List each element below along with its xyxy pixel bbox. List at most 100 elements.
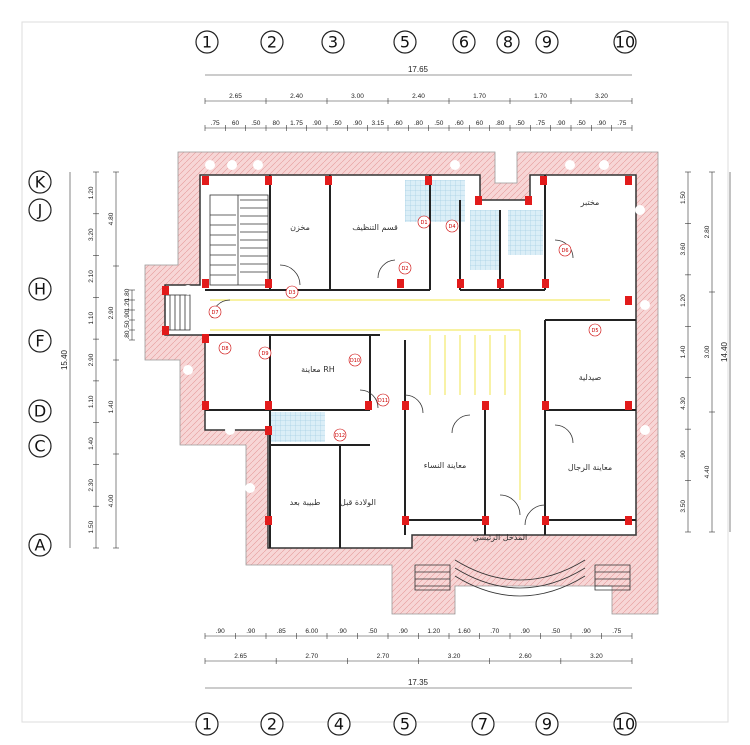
left-dim-small-0: 1.80 [124,288,131,301]
grid-bottom-10: 10 [615,715,635,734]
building-interior [164,174,637,549]
left-total-dim: 15.40 [60,349,69,370]
bottom-dim-r1-5: .50 [368,628,377,635]
room-hr-exam: معاينة RH [301,365,335,374]
column-5 [525,196,532,205]
top-dim-r2-10: .80 [414,120,423,127]
top-dim-r2-3: 80 [273,120,281,127]
exterior-light-9 [225,425,235,435]
grid-left-J: J [37,201,43,220]
door-tag-D4 [445,219,459,233]
grid-left-K-bubble [28,170,52,194]
door-label-D12: D12 [335,433,345,439]
top-dim-r2-13: 60 [476,120,484,127]
main-entrance-steps [414,559,631,597]
bottom-dim-r2-3: 3.20 [448,653,461,660]
top-dim-r2-9: .60 [394,120,403,127]
top-dim-r2-19: .90 [597,120,606,127]
left-dim-r1-1: 2.90 [108,306,115,319]
grid-left-H-bubble [28,277,52,301]
column-4 [475,196,482,205]
door-tag-D7 [208,305,222,319]
column-10 [397,279,404,288]
door-label-D4: D4 [448,224,455,230]
grid-top-6-bubble [452,30,476,54]
grid-bottom-7-bubble [471,712,495,736]
bottom-dim-r1-9: .70 [490,628,499,635]
top-dim-r1-5: 1.70 [534,93,547,100]
door-tag-D12 [333,428,347,442]
exterior-light-2 [253,160,263,170]
bottom-dim-r2-2: 2.70 [377,653,390,660]
door-label-D8: D8 [221,346,228,352]
left-dim-r2-1: 3.20 [88,228,95,241]
top-dim-r2-11: .50 [434,120,443,127]
bottom-dim-r1-10: .90 [521,628,530,635]
bottom-dim-r1-8: 1.60 [458,628,471,635]
grid-bottom-4: 4 [334,715,344,734]
left-dim-r1-2: 1.40 [108,400,115,413]
column-7 [625,176,632,185]
top-dim-r2-1: 60 [232,120,240,127]
column-22 [625,401,632,410]
column-19 [402,401,409,410]
grid-bottom-2: 2 [267,715,277,734]
grid-top-6: 6 [459,33,469,52]
top-dim-r1-1: 2.40 [290,93,303,100]
top-dim-r1-2: 3.00 [351,93,364,100]
room-men-exam: معاينة الرجال [568,463,612,472]
grid-top-9-bubble [535,30,559,54]
column-2 [325,176,332,185]
door-label-D1: D1 [420,220,427,226]
column-9 [265,279,272,288]
column-25 [402,516,409,525]
door-label-D2: D2 [401,266,408,272]
room-women-exam: معاينة النساء [424,461,466,470]
top-dim-r2-4: 1.75 [290,120,303,127]
left-dim-r1-0: 4.80 [108,212,115,225]
room-main-entrance: المدخل الرئيسي [473,533,528,542]
column-24 [265,516,272,525]
bottom-dim-r1-1: .90 [246,628,255,635]
exterior-light-4 [565,160,575,170]
column-18 [365,401,372,410]
column-6 [540,176,547,185]
door-tag-D10 [348,353,362,367]
grid-left-D-bubble [28,399,52,423]
grid-bottom-9: 9 [542,715,552,734]
grid-left-A: A [35,536,46,555]
bottom-dim-r1-7: 1.20 [427,628,440,635]
room-delivery: الولادة قبل [340,498,376,507]
grid-bottom-5-bubble [393,712,417,736]
bottom-dim-r1-12: .90 [582,628,591,635]
door-tag-D8 [218,341,232,355]
door-label-D3: D3 [288,290,295,296]
right-dim-r1-2: 4.40 [704,465,711,478]
column-12 [497,279,504,288]
exterior-light-11 [183,285,193,295]
right-dim-r2-4: 4.30 [680,397,687,410]
right-dim-r2-5: .90 [680,450,687,459]
corridor-lines [210,299,610,500]
bottom-dim-r2-0: 2.65 [234,653,247,660]
grid-top-1-bubble [195,30,219,54]
column-26 [482,516,489,525]
door-label-D9: D9 [261,351,268,357]
right-dim-r1-0: 2.80 [704,225,711,238]
room-doctor: طبيبة بعد [290,498,321,507]
exterior-light-1 [227,160,237,170]
grid-left-F: F [35,332,44,351]
right-total-dim: 14.40 [720,341,729,362]
right-dim-r2-0: 1.50 [680,191,687,204]
grid-top-8: 8 [503,33,513,52]
left-dim-r1-3: 4.00 [108,494,115,507]
door-tag-D1 [417,215,431,229]
grid-left-J-bubble [28,198,52,222]
left-dim-small-3: .50 [124,320,131,329]
top-dim-r2-5: .90 [312,120,321,127]
door-label-D10: D10 [350,358,360,364]
wc-tiles-right [508,210,543,255]
wc-tiles-left [470,210,500,270]
bottom-total-dim: 17.35 [408,678,429,687]
top-dim-r2-17: .90 [556,120,565,127]
